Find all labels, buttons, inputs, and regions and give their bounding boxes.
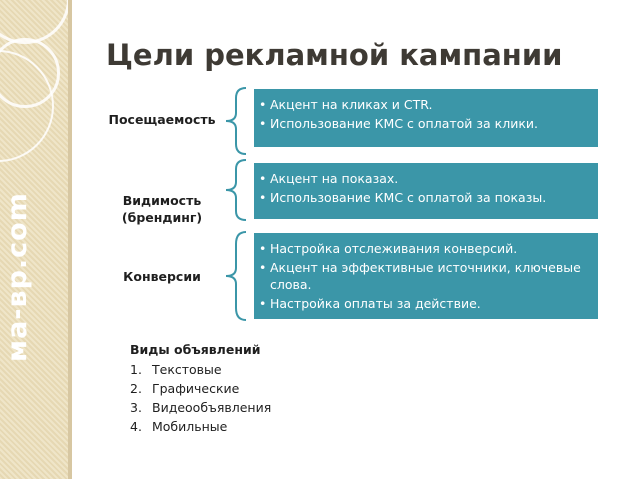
goal-box-conversions: Настройка отслеживания конверсий. Акцент… <box>254 233 598 319</box>
decorative-left-band: ма-вр.com <box>0 0 70 479</box>
list-item: 4. Мобильные <box>130 417 271 436</box>
ad-types-list: 1. Текстовые 2. Графические 3. Видеообъявле… <box>130 360 271 436</box>
goal-label-conversions: Конверсии <box>106 268 218 285</box>
bullet-item: Настройка оплаты за действие. <box>258 295 590 312</box>
bullet-item: Акцент на показах. <box>258 170 590 187</box>
list-item: 3. Видеообъявления <box>130 398 271 417</box>
goal-label-traffic: Посещаемость <box>106 111 218 128</box>
list-text: Текстовые <box>152 362 222 377</box>
list-number: 1. <box>130 362 142 377</box>
goal-label-text: Посещаемость <box>108 112 216 127</box>
slide-title: Цели рекламной кампании <box>106 38 563 72</box>
list-number: 4. <box>130 419 142 434</box>
list-text: Мобильные <box>152 419 228 434</box>
bullet-item: Акцент на кликах и CTR. <box>258 96 590 113</box>
bullet-item: Использование КМС с оплатой за показы. <box>258 189 590 206</box>
goal-label-text: Конверсии <box>123 269 201 284</box>
band-edge <box>68 0 72 479</box>
list-item: 1. Текстовые <box>130 360 271 379</box>
list-number: 3. <box>130 400 142 415</box>
list-text: Графические <box>152 381 240 396</box>
goal-box-visibility: Акцент на показах. Использование КМС с о… <box>254 163 598 219</box>
goal-label-visibility: Видимость (брендинг) <box>106 175 218 226</box>
watermark-text: ма-вр.com <box>2 192 33 362</box>
brace-icon <box>225 231 247 321</box>
goal-box-traffic: Акцент на кликах и CTR. Использование КМ… <box>254 89 598 147</box>
brace-icon <box>225 87 247 155</box>
list-item: 2. Графические <box>130 379 271 398</box>
decorative-ring <box>0 0 70 44</box>
bullet-item: Акцент на эффективные источники, ключевы… <box>258 259 590 293</box>
list-number: 2. <box>130 381 142 396</box>
list-text: Видеообъявления <box>152 400 272 415</box>
bullet-item: Использование КМС с оплатой за клики. <box>258 115 590 132</box>
brace-icon <box>225 159 247 221</box>
bullet-item: Настройка отслеживания конверсий. <box>258 240 590 257</box>
goal-label-text: Видимость (брендинг) <box>121 193 203 225</box>
ad-types-title: Виды объявлений <box>130 342 261 357</box>
